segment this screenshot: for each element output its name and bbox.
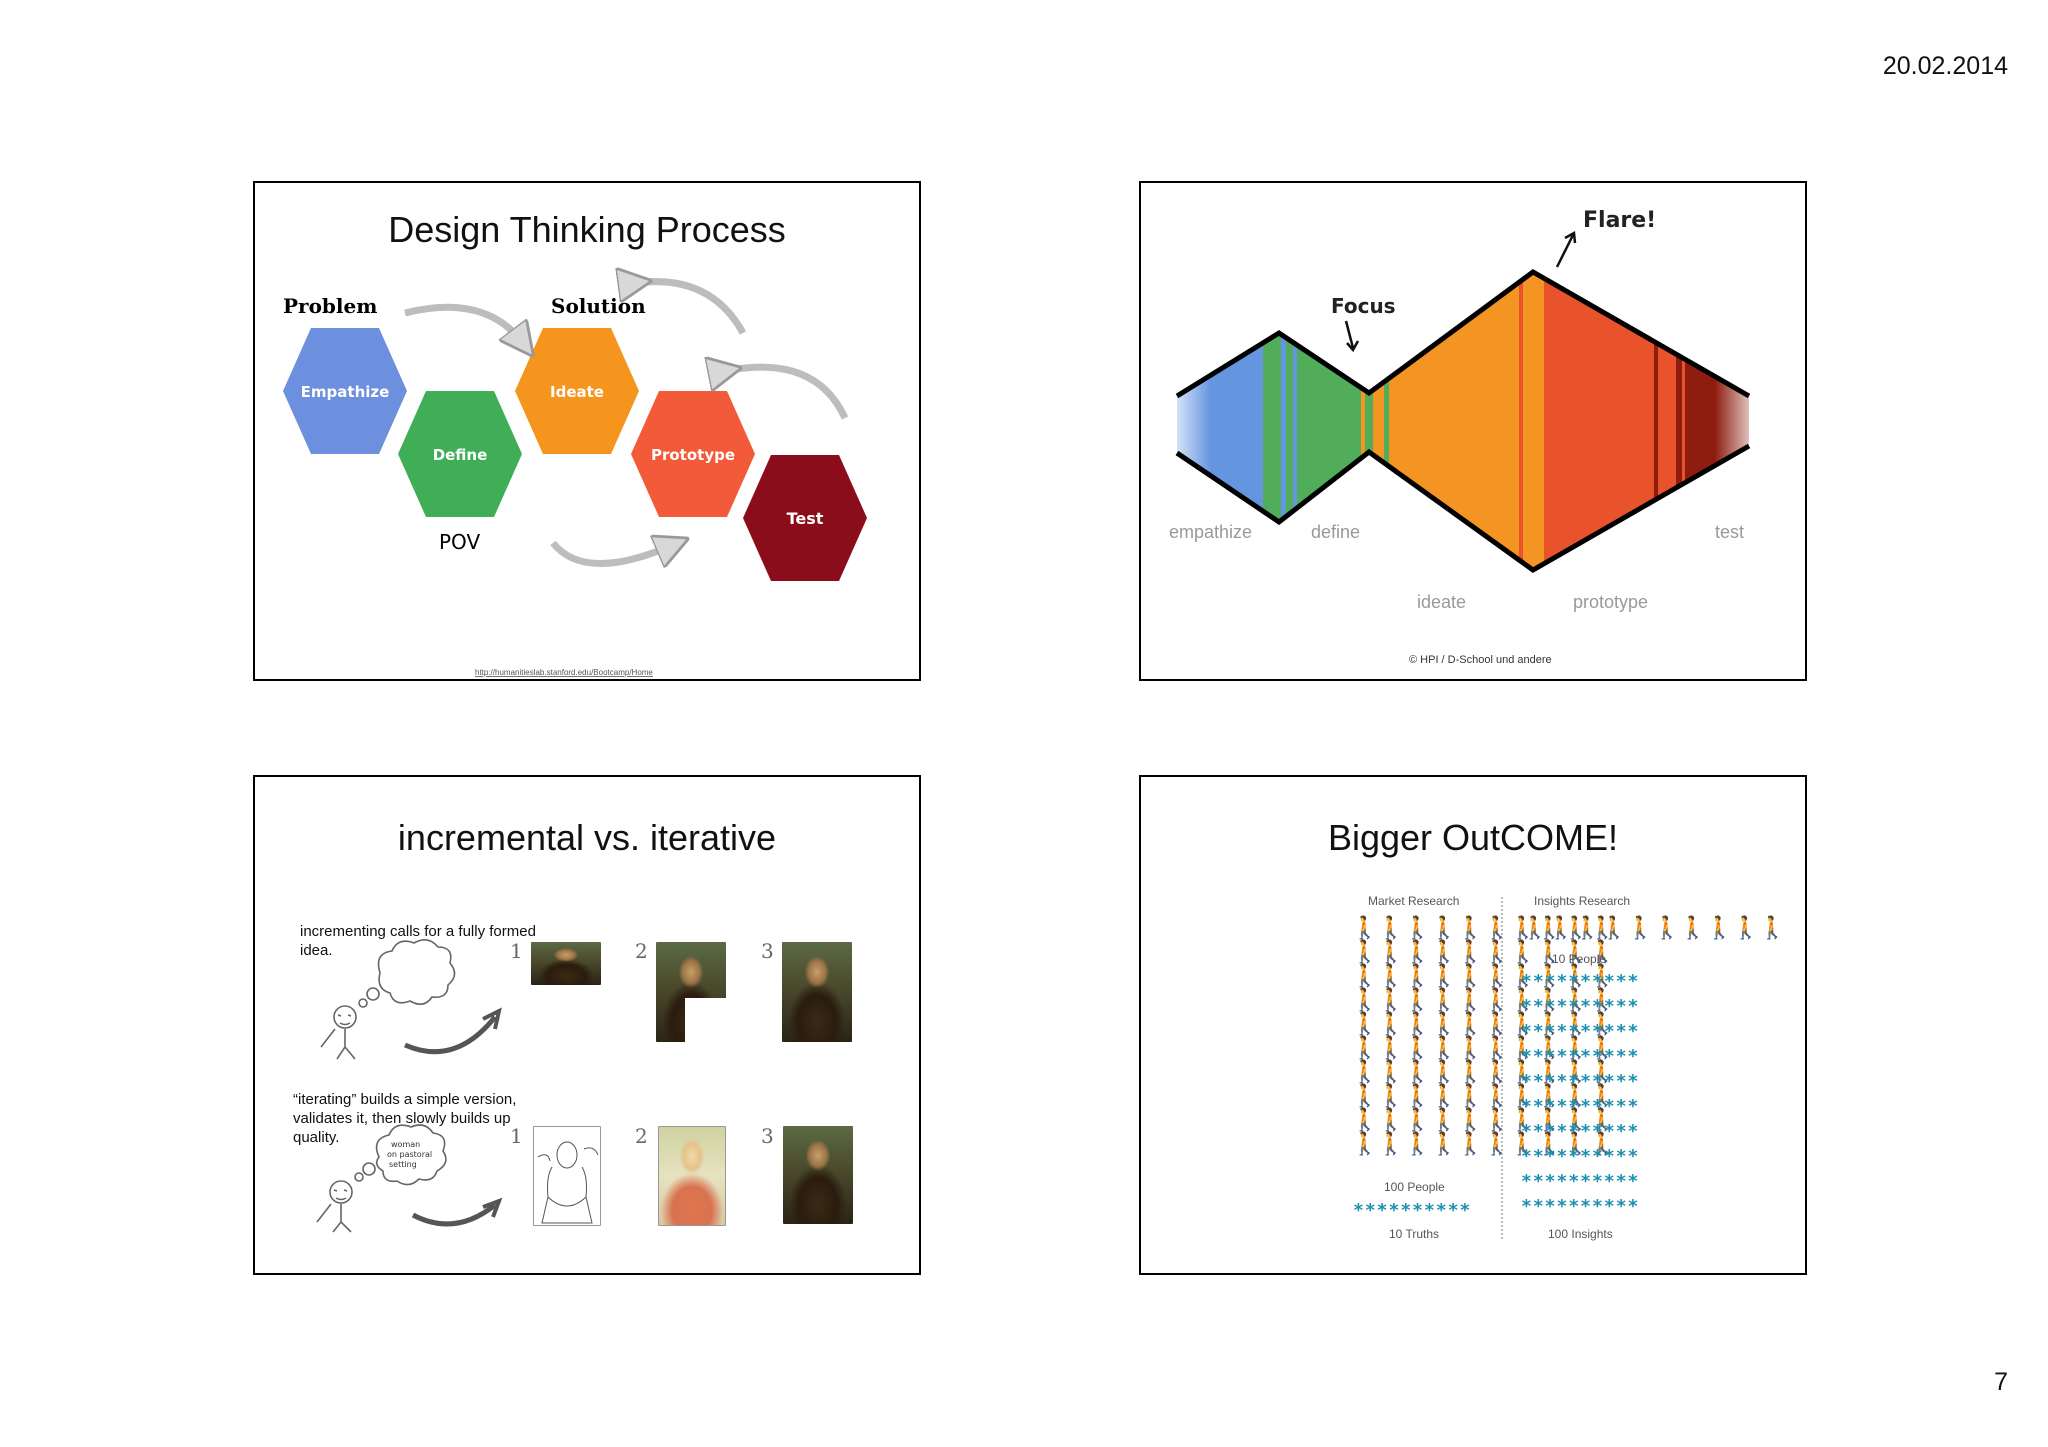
- insight-stars: **********: [1521, 1121, 1640, 1142]
- iterative-step-3-number: 3: [761, 1124, 774, 1148]
- diamond-outline-bottom: [1175, 443, 1751, 573]
- insights-100-label: 100 Insights: [1548, 1227, 1613, 1241]
- page-number: 7: [1994, 1368, 2008, 1396]
- insight-stars: **********: [1521, 1171, 1640, 1192]
- stage-ideate: ideate: [1417, 592, 1466, 612]
- iterative-step-1-image: [533, 1126, 601, 1226]
- focus-label: Focus: [1331, 294, 1396, 318]
- insights-research-heading: Insights Research: [1534, 894, 1631, 908]
- stage-define: define: [1311, 522, 1360, 542]
- people-row: 🚶🚶🚶🚶🚶🚶🚶🚶🚶🚶: [1351, 915, 1616, 940]
- diamond-outline-top: [1175, 269, 1751, 399]
- incremental-step-2-number: 2: [635, 939, 648, 963]
- iterative-step-2-image: [658, 1126, 726, 1226]
- focus-flare-diagram: Focus Flare! empathize define ideate pro…: [1169, 208, 1751, 666]
- iterative-step-2-number: 2: [635, 1124, 648, 1148]
- hex-label-define: Define: [433, 446, 488, 464]
- hex-test: [743, 455, 867, 581]
- hex-label-ideate: Ideate: [550, 383, 604, 401]
- sketch-person-top: [320, 939, 456, 1060]
- market-research-heading: Market Research: [1368, 894, 1460, 908]
- focus-arrow: [1344, 320, 1355, 349]
- people-100-label: 100 People: [1384, 1180, 1445, 1194]
- people-row: 🚶🚶🚶🚶🚶🚶🚶🚶🚶🚶: [1351, 1107, 1616, 1132]
- people-row: 🚶🚶🚶🚶🚶🚶🚶🚶🚶🚶: [1351, 1131, 1616, 1156]
- slide-title: Bigger OutCOME!: [1327, 817, 1619, 858]
- hex-label-prototype: Prototype: [651, 446, 735, 464]
- truth-stars: **********: [1353, 1200, 1472, 1221]
- problem-label: Problem: [283, 294, 377, 318]
- source-url[interactable]: http://humanitieslab.stanford.edu/Bootca…: [475, 668, 653, 677]
- stage-test: test: [1715, 522, 1744, 542]
- slide-title: incremental vs. iterative: [397, 817, 777, 858]
- people-10-label: 10 People: [1552, 952, 1607, 966]
- column-divider: [1501, 897, 1503, 1239]
- incremental-step-3-image: [782, 942, 852, 1042]
- hex-label-empathize: Empathize: [301, 383, 390, 401]
- hex-empathize: [283, 328, 407, 454]
- stage-empathize: empathize: [1169, 522, 1252, 542]
- hex-prototype: [631, 391, 755, 517]
- hexagon-diagram: Problem Solution Empathize Define Ideate…: [283, 183, 867, 677]
- people-row: 🚶🚶🚶🚶🚶🚶🚶🚶🚶🚶: [1351, 963, 1616, 988]
- curved-arrow-bottom: [550, 543, 673, 564]
- incremental-step-1-number: 1: [510, 939, 523, 963]
- flare-label: Flare!: [1583, 208, 1656, 233]
- truths-10-label: 10 Truths: [1389, 1227, 1440, 1241]
- caption-iterative: “iterating” builds a simple version, val…: [293, 1091, 517, 1146]
- people-row: 🚶🚶🚶🚶🚶🚶🚶🚶🚶🚶: [1351, 1059, 1616, 1084]
- insight-stars: **********: [1521, 1046, 1640, 1067]
- slide-focus-flare: Focus Flare! empathize define ideate pro…: [1139, 181, 1807, 681]
- incremental-step-1-image: [531, 942, 601, 985]
- insight-stars: **********: [1521, 996, 1640, 1017]
- people-row: 🚶🚶🚶🚶🚶🚶🚶🚶🚶🚶: [1351, 1083, 1616, 1108]
- stage-prototype: prototype: [1573, 592, 1648, 612]
- sketch-arrow-top: [403, 1007, 502, 1055]
- curved-arrow-solution: [635, 282, 747, 335]
- hex-ideate: [515, 328, 639, 454]
- hex-label-test: Test: [787, 509, 824, 528]
- insight-stars: **********: [1521, 1146, 1640, 1167]
- insight-stars: **********: [1521, 1071, 1640, 1092]
- insight-stars: **********: [1521, 1196, 1640, 1217]
- people-row-10: 🚶🚶🚶🚶🚶🚶🚶🚶🚶🚶: [1521, 915, 1786, 940]
- people-row: 🚶🚶🚶🚶🚶🚶🚶🚶🚶🚶: [1351, 1035, 1616, 1060]
- insight-stars: **********: [1521, 971, 1640, 992]
- caption-incremental: incrementing calls for a fully formed id…: [300, 923, 536, 959]
- sketch-arrow-bottom: [411, 1197, 503, 1227]
- sketch-person-bottom: [316, 1124, 447, 1233]
- pov-label: POV: [439, 530, 480, 554]
- slide-bigger-outcome: Bigger OutCOME! Market Research Insights…: [1139, 775, 1807, 1275]
- flare-arrow: [1555, 234, 1575, 268]
- people-row: 🚶🚶🚶🚶🚶🚶🚶🚶🚶🚶: [1351, 939, 1616, 964]
- insight-stars: **********: [1521, 1096, 1640, 1117]
- slide-design-thinking-process: Design Thinking Process Problem Solution…: [253, 181, 921, 681]
- iterative-step-1-number: 1: [510, 1124, 523, 1148]
- slide-title: Design Thinking Process: [388, 209, 786, 250]
- incremental-step-3-number: 3: [761, 939, 774, 963]
- people-row: 🚶🚶🚶🚶🚶🚶🚶🚶🚶🚶: [1351, 1011, 1616, 1036]
- hex-define: [398, 391, 522, 517]
- insight-stars: **********: [1521, 1021, 1640, 1042]
- iterative-step-3-image: [783, 1126, 853, 1224]
- slide-incremental-vs-iterative: incremental vs. iterative incrementing c…: [253, 775, 921, 1275]
- people-row: 🚶🚶🚶🚶🚶🚶🚶🚶🚶🚶: [1351, 987, 1616, 1012]
- incremental-step-2-image: [656, 942, 726, 1042]
- credit-label: © HPI / D-School und andere: [1409, 654, 1552, 666]
- page-date: 20.02.2014: [1882, 52, 2008, 80]
- curved-arrow-prototype: [725, 367, 849, 420]
- curved-arrow-empathize-define: [404, 303, 523, 343]
- solution-label: Solution: [551, 294, 646, 318]
